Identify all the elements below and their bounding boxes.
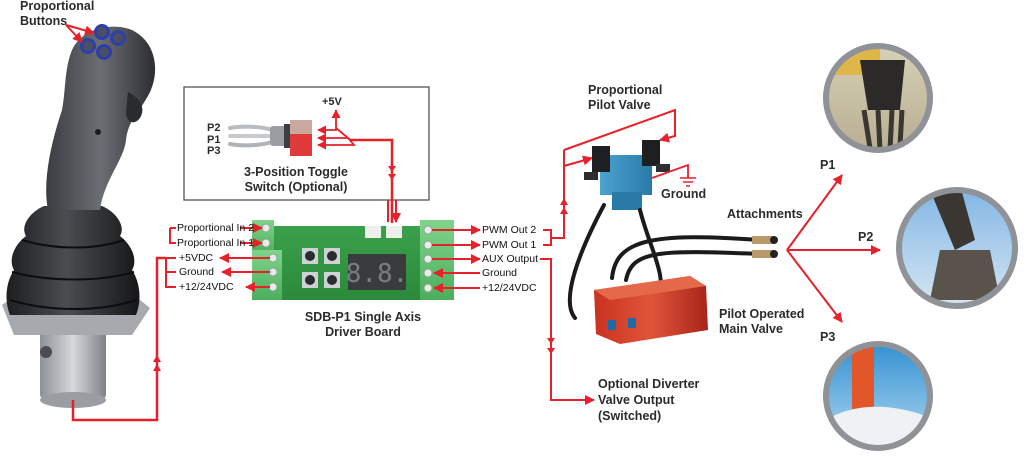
label-line: Switch (Optional) [244,180,348,194]
buttons-arrow [65,24,95,36]
label-line: Buttons [20,14,68,28]
terminal-ground-right: Ground [482,267,518,279]
driver-board-label: SDB-P1 Single Axis Driver Board [288,310,438,340]
toggle-to-board-wire [350,138,394,223]
position-p2: P2 [207,122,221,134]
board-push-buttons [302,248,340,288]
display-readout: 8.8. [346,259,409,289]
position-p1: P1 [207,133,221,146]
joystick-image [2,24,156,408]
driver-board-image: 8.8. [252,220,454,300]
pilot-valve-image [584,140,670,210]
label-line: Proportional [588,83,663,97]
label-line: Proportional [20,0,95,13]
buttons-arrow [65,24,83,43]
label-line: Pilot Operated [719,307,805,321]
attachment-p3-label: P3 [820,330,836,344]
attachment-p2-label: P2 [858,230,874,244]
attachment-p1-image [823,43,933,153]
terminal-pwm-out-2: PWM Out 2 [482,224,537,236]
attachment-arrows [786,174,881,323]
attachment-p2-image [896,187,1018,309]
joystick-to-board-wire [71,256,166,422]
board-left-wires [165,223,270,292]
proportional-buttons-label: Proportional Buttons [20,0,94,29]
main-valve-label: Pilot Operated Main Valve [719,307,804,337]
label-line: Driver Board [325,325,401,339]
hydraulic-hoses [567,203,762,320]
toggle-switch-image [228,120,312,156]
attachments-label: Attachments [727,207,803,221]
pilot-valve-ground-label: Ground [661,187,707,201]
diverter-output-label: Optional Diverter Valve Output (Switched… [598,376,699,424]
toggle-positions-label: P2 P1 P3 [207,122,221,158]
seven-segment-display [348,254,406,290]
label-line: SDB-P1 Single Axis [304,310,422,324]
label-line: Optional Diverter [598,377,700,391]
label-line: Main Valve [719,322,783,336]
terminal-aux-output: AUX Output [482,253,539,265]
terminal-12-24vdc-right: +12/24VDC [482,282,537,294]
terminal-12-24vdc-left: +12/24VDC [179,281,234,293]
label-line: Valve Output [598,393,675,407]
pilot-valve-label: Proportional Pilot Valve [588,83,662,113]
main-valve-image [594,276,708,344]
terminal-pwm-out-1: PWM Out 1 [482,239,537,251]
label-line: 3-Position Toggle [244,165,348,179]
label-line: Pilot Valve [588,98,651,112]
board-right-wires [432,108,676,405]
terminal-proportional-in-1: Proportional In 1 [177,237,255,249]
terminal-5vdc: +5VDC [179,252,214,264]
ground-symbol-icon [680,177,696,187]
terminal-proportional-in-2: Proportional In 2 [177,222,255,234]
label-line: (Switched) [598,409,662,423]
terminal-ground-left: Ground [179,266,215,278]
supply-5v-label: +5V [322,96,342,108]
attachment-p3-image [823,341,933,451]
proportional-buttons-icon [80,24,126,60]
attachment-p1-label: P1 [820,158,836,172]
toggle-switch-label: 3-Position Toggle Switch (Optional) [226,165,366,195]
position-p3: P3 [207,145,221,157]
